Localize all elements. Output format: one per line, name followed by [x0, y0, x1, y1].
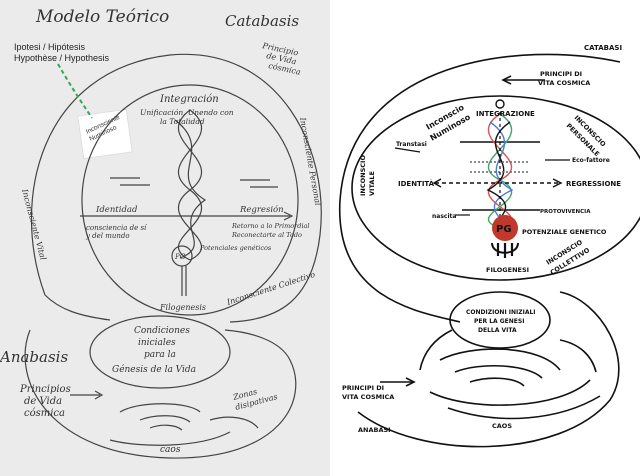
- right-arc-2: [454, 364, 543, 379]
- left-identidad: Identidad: [95, 205, 138, 215]
- right-vitale-2: VITALE: [368, 171, 376, 196]
- right-regressione: REGRESSIONE: [566, 180, 621, 188]
- left-swirl-5: [209, 416, 259, 429]
- right-arc-3: [469, 377, 525, 387]
- right-transtasi: Transtasi: [396, 141, 427, 148]
- left-consciencia-1: consciencia de sí: [86, 224, 147, 232]
- left-pg: PG: [174, 253, 186, 261]
- right-principi-top-1: PRINCIPI DI: [540, 70, 582, 78]
- right-right-arrowhead: [552, 178, 563, 188]
- left-swirl-4: [109, 431, 231, 446]
- right-filogenesi: FILOGENESI: [486, 266, 529, 274]
- left-principios-bottom-2: de Vida: [24, 396, 62, 407]
- pg-root-curve: [491, 242, 519, 254]
- left-condition-oval: [89, 315, 231, 389]
- left-filogenesis: Filogenesis: [159, 303, 206, 312]
- hand-drawn-panel: [0, 0, 330, 476]
- right-arc-1: [439, 348, 561, 371]
- right-anabasi: ANABASI: [358, 426, 391, 434]
- right-principi-top-2: VITA COSMICA: [538, 79, 590, 87]
- right-identita: IDENTITÀ: [398, 179, 435, 188]
- left-swirl-2: [139, 415, 191, 423]
- transtasi-arrow-line: [394, 147, 421, 153]
- left-condiciones-4: Génesis de la Vida: [112, 364, 196, 375]
- right-eco-fattore: Eco-fattore: [572, 157, 610, 164]
- right-condition-oval: [449, 291, 551, 349]
- left-helix-b: [177, 109, 203, 261]
- right-condizioni-1: CONDIZIONI INIZIALI: [466, 309, 536, 316]
- left-condiciones-1: Condiciones: [134, 326, 190, 336]
- right-condizioni-3: DELLA VITA: [478, 327, 517, 334]
- left-unificacion-1: Unificación, Unendo con: [140, 108, 234, 117]
- right-arc-5: [447, 395, 601, 420]
- left-anabasis: Anabasis: [0, 348, 68, 366]
- left-consciencia-2: y del mundo: [85, 232, 130, 240]
- right-lower-cup: [357, 291, 620, 448]
- left-principios-bottom-1: Principios: [19, 384, 71, 395]
- left-condiciones-3: para la: [144, 350, 176, 360]
- right-top-marker: [495, 99, 505, 109]
- left-drawing: [24, 53, 322, 459]
- left-helix-c: [174, 119, 207, 259]
- left-caos: caos: [160, 445, 181, 455]
- typed-line-1: Ipotesi / Hipótesis: [14, 42, 86, 52]
- right-pg: PG: [496, 224, 512, 235]
- left-inner-oval: [81, 84, 299, 316]
- right-integrazione: INTEGRAZIONE: [476, 110, 535, 118]
- left-big-oval: [30, 53, 322, 323]
- right-caos: CAOS: [492, 422, 512, 430]
- right-catabasi: CATABASI: [584, 44, 622, 52]
- right-arc-7: [559, 339, 597, 373]
- right-condizioni-2: PER LA GENESI: [474, 318, 524, 325]
- right-arc-6: [419, 329, 453, 371]
- left-lower-cup: [24, 329, 297, 459]
- right-drawing: [339, 53, 640, 448]
- right-potenziale: POTENZIALE GENETICO: [522, 228, 607, 236]
- left-big-oval-bottom: [44, 294, 111, 321]
- pg-roots: [496, 243, 514, 258]
- left-identity-arrowhead: [283, 211, 294, 221]
- right-protovivencia: PROTOVIVENCIA: [540, 209, 591, 215]
- right-principi-bottom-1: PRINCIPI DI: [342, 384, 384, 392]
- right-inner-oval: [351, 95, 640, 281]
- pg-badge: [492, 215, 518, 241]
- typed-hypothesis: Ipotesi / Hipótesis Hypothèse / Hypothes…: [14, 42, 109, 64]
- left-swirl-1: [119, 403, 201, 413]
- digital-panel: [330, 0, 640, 476]
- right-arc-4: [429, 379, 591, 406]
- left-title: Modelo Teórico: [35, 7, 169, 27]
- typed-line-2: Hypothèse / Hypothesis: [14, 53, 110, 63]
- left-inconsciente-personal: Inconsciente Personal: [298, 116, 323, 207]
- note-arrow: [57, 63, 93, 119]
- right-vitale-1: INCONSCIO: [359, 155, 367, 196]
- left-principios-bottom-3: cósmica: [24, 408, 65, 419]
- right-outer-shape: [339, 53, 621, 323]
- left-principios-top-3: cósmica: [268, 61, 302, 77]
- left-catabasis: Catabasis: [225, 12, 299, 30]
- right-principi-bottom-2: VITA COSMICA: [342, 393, 394, 401]
- principi-top-arrowhead: [501, 75, 512, 85]
- left-regresion-sub-1: Retorno a lo Primordial: [231, 222, 309, 230]
- right-left-arrowhead: [432, 178, 442, 188]
- left-regresion: Regresión: [239, 204, 284, 215]
- left-regresion-sub-2: Reconectarte al Todo: [231, 231, 302, 239]
- left-swirl-3: [149, 424, 183, 431]
- left-potenciales: Potenciales genéticos: [199, 244, 272, 252]
- left-arrowhead: [94, 390, 104, 400]
- left-unificacion-2: la Totalidad: [160, 117, 205, 126]
- right-nascita: nascita: [432, 213, 456, 220]
- principi-bottom-arrowhead: [405, 377, 416, 387]
- left-condiciones-2: iniciales: [138, 338, 176, 348]
- left-integracion: Integración: [159, 94, 219, 105]
